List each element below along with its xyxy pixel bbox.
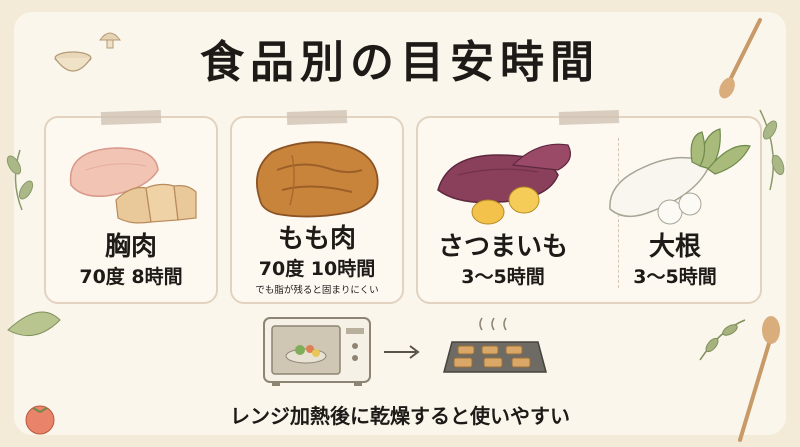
- drying-time: 70度 10時間: [258, 258, 376, 280]
- peapod-doodle-icon: [7, 311, 61, 337]
- food-name: もも肉: [277, 224, 356, 254]
- food-name: 胸肉: [104, 232, 157, 262]
- page-title: 食品別の目安時間: [200, 37, 600, 88]
- food-name: さつまいも: [437, 232, 568, 262]
- tomato-doodle-icon: [25, 405, 55, 435]
- spoon-doodle-icon: [719, 18, 762, 99]
- leaf-doodle-icon: [6, 109, 785, 211]
- food-card-chicken-breast: 胸肉 70度 8時間: [44, 109, 218, 304]
- tape-decoration: [286, 109, 348, 126]
- bowl-doodle-icon: [54, 51, 92, 72]
- tape-decoration: [558, 109, 620, 126]
- drying-time: 3〜5時間: [461, 266, 545, 288]
- spatula-doodle-icon: [738, 316, 780, 442]
- chicken-thigh-icon: [256, 141, 379, 218]
- tape-decoration: [100, 109, 162, 126]
- arrow-icon: [384, 345, 420, 359]
- daikon-icon: [609, 128, 751, 225]
- mushroom-doodle-icon: [99, 32, 121, 49]
- drying-time: 3〜5時間: [633, 266, 717, 288]
- food-name: 大根: [648, 232, 701, 262]
- drying-tray-icon: [443, 317, 547, 373]
- bottom-caption: レンジ加熱後に乾燥すると使いやすい: [230, 404, 570, 428]
- food-card-vegetables: さつまいも 3〜5時間 大根 3〜5時間: [416, 109, 762, 304]
- microwave-icon: [263, 317, 371, 386]
- sweet-potato-icon: [437, 143, 571, 225]
- chicken-breast-icon: [69, 147, 197, 224]
- drying-time: 70度 8時間: [79, 266, 183, 288]
- olive-branch-icon: [699, 319, 746, 361]
- food-card-chicken-thigh: もも肉 70度 10時間 でも脂が残ると固まりにくい: [230, 109, 404, 304]
- food-note: でも脂が残ると固まりにくい: [255, 285, 379, 296]
